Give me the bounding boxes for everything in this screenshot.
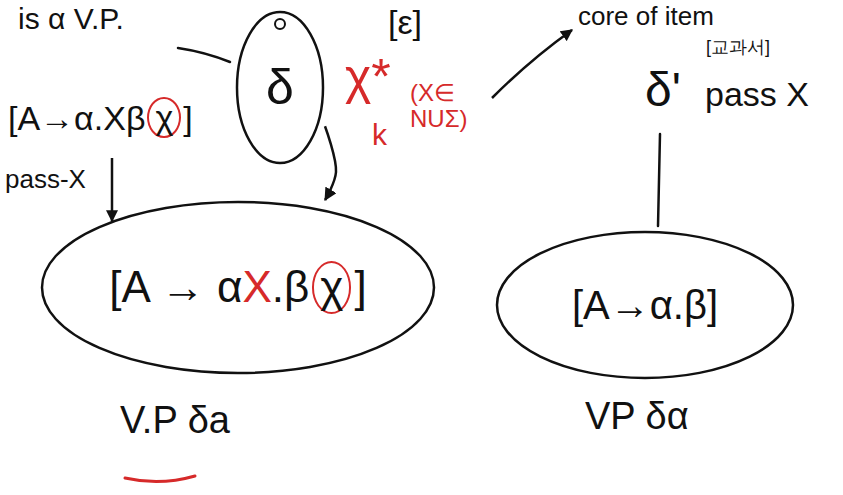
- note-text: χ*: [345, 50, 391, 105]
- ellipse-shape: [237, 12, 323, 163]
- ellipse-node: [A→α.β]: [495, 230, 795, 380]
- note-text: pass X: [705, 76, 809, 113]
- note-text: VP δα: [585, 396, 689, 438]
- pointer-stroke: [178, 48, 230, 62]
- note-text: [A→α.Xβ: [8, 100, 145, 137]
- note-text: χ: [147, 97, 181, 138]
- ellipse-shape: [42, 202, 434, 373]
- node-text-row: δ: [266, 60, 294, 115]
- node-text-row: [A→α.β]: [572, 283, 718, 327]
- note-text: V.P δa: [120, 400, 230, 442]
- note-text: (X∈ NUΣ): [410, 80, 482, 133]
- flow-arrow: [325, 126, 336, 200]
- small-circle: [275, 19, 285, 29]
- note-text: k: [372, 118, 387, 151]
- note-text: is α V.P.: [18, 2, 124, 35]
- ellipse-node: [A → αX.βχ]: [40, 200, 436, 375]
- node-text: χ: [312, 261, 351, 313]
- node-text: δ: [266, 60, 294, 115]
- note-text: [교과서]: [706, 38, 770, 58]
- ellipse-shape: [497, 232, 793, 378]
- node-text: .β: [272, 263, 310, 311]
- pass-arrow: [111, 158, 114, 221]
- link-stroke: [658, 134, 660, 226]
- ellipse-node: δ: [235, 10, 325, 165]
- note-text: ]: [183, 100, 192, 137]
- note-text: pass-X: [5, 165, 86, 194]
- note-text: [ε]: [388, 4, 422, 41]
- red-mark: [125, 476, 195, 482]
- note-text: core of item: [578, 2, 714, 31]
- note-text: δ': [645, 64, 681, 117]
- node-text: ]: [354, 263, 366, 311]
- core-pointer: [492, 30, 572, 98]
- node-text: [A → α: [109, 263, 242, 311]
- node-text-row: [A → αX.βχ]: [109, 261, 366, 313]
- node-text: X: [242, 263, 271, 311]
- node-text: [A→α.β]: [572, 283, 718, 327]
